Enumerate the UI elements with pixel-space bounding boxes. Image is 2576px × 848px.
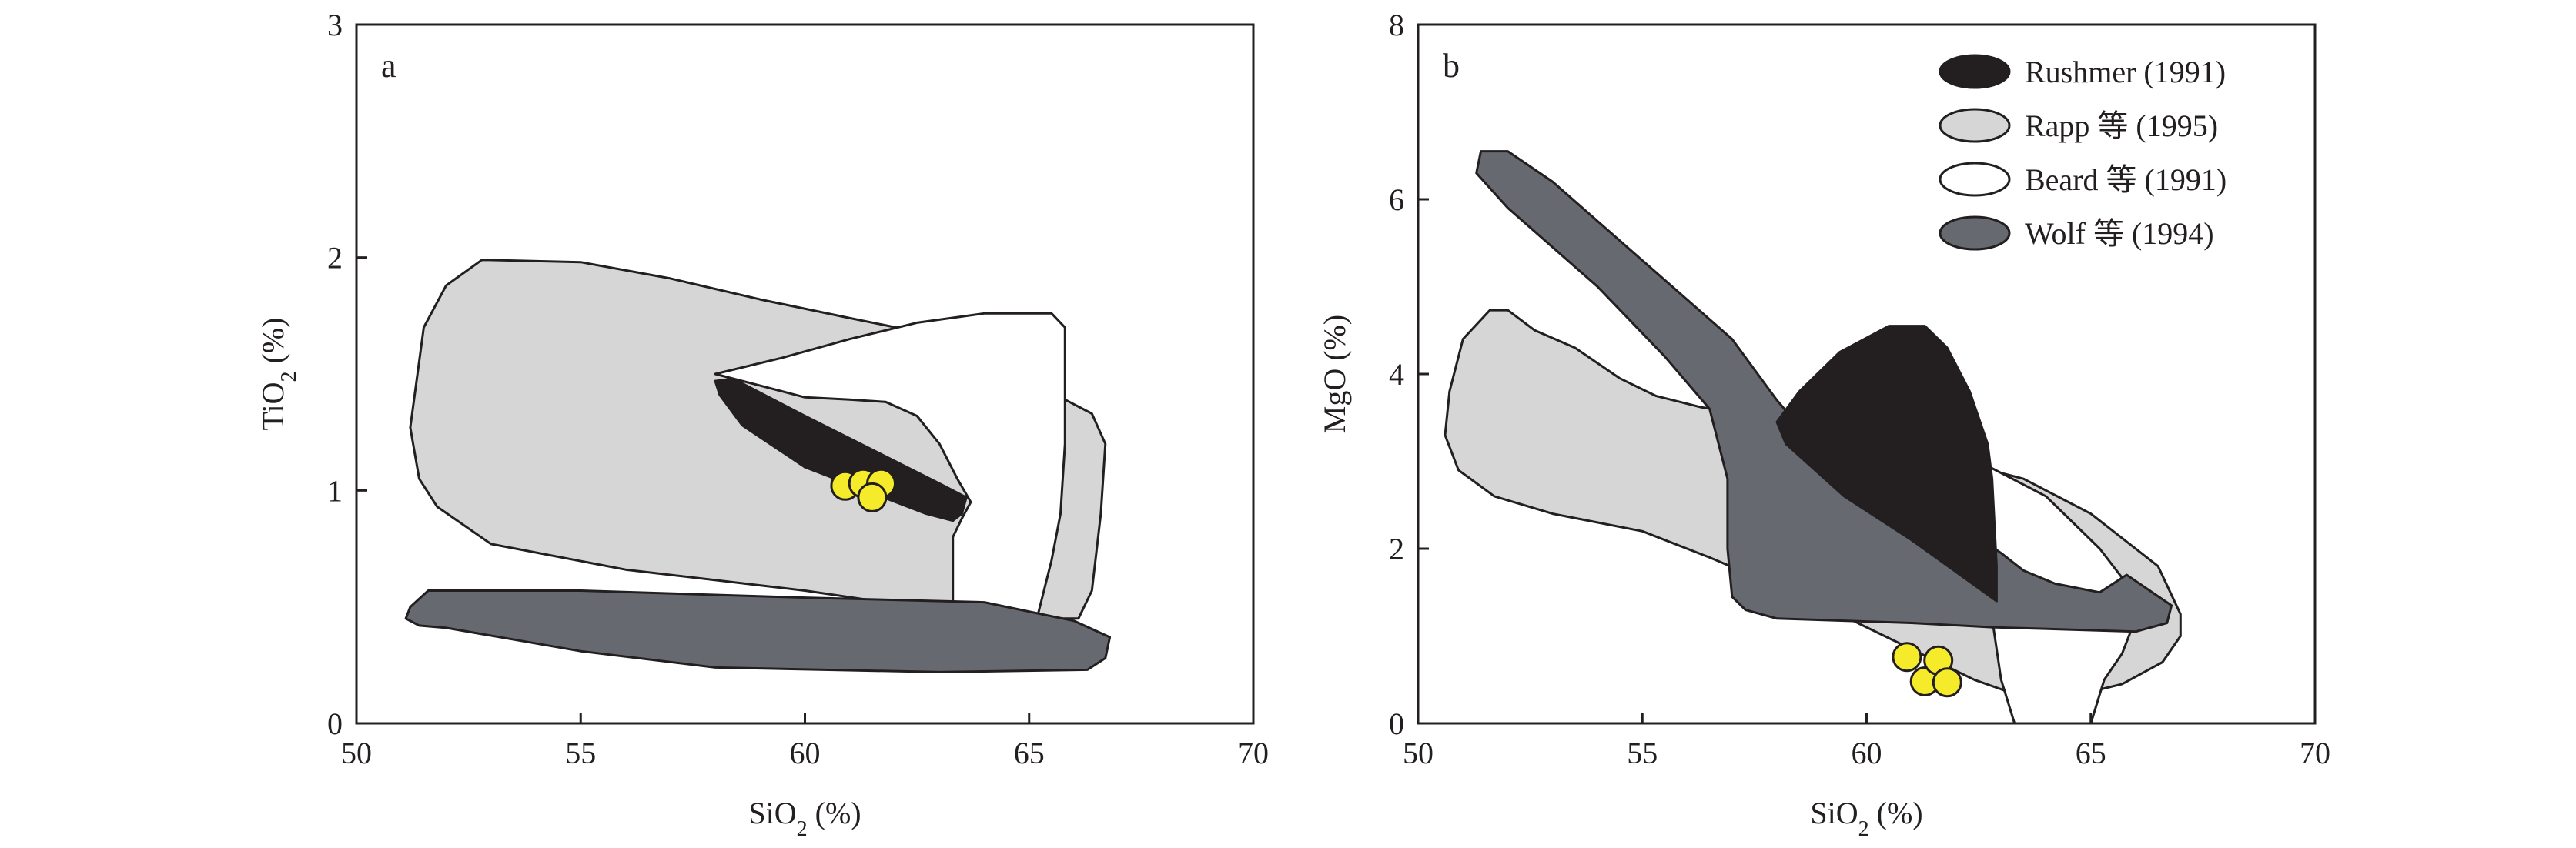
panel-a-y-tick-label-1: 1 xyxy=(327,473,343,508)
legend-item-rapp: Rapp 等 (1995) xyxy=(1939,108,2218,143)
legend-label-rushmer: Rushmer (1991) xyxy=(2025,55,2226,89)
panel-b-x-label-prefix: SiO xyxy=(1810,796,1858,830)
panel-b-sample-point-1 xyxy=(1892,642,1922,673)
panel-b-y-label-prefix: MgO (%) xyxy=(1317,315,1352,433)
panel-b-y-tick-label-8: 8 xyxy=(1389,8,1404,42)
panel-b-x-tick-label-65: 65 xyxy=(2076,736,2106,770)
legend-item-beard: Beard 等 (1991) xyxy=(1939,162,2226,197)
panel-b-x-tick-label-60: 60 xyxy=(1852,736,1882,770)
panel-a-y-axis-label: TiO2 (%) xyxy=(256,318,301,431)
panel-a-x-tick-label-60: 60 xyxy=(790,736,821,770)
legend-swatch-beard xyxy=(1939,162,2011,197)
panel-a-x-tick-label-50: 50 xyxy=(341,736,372,770)
panel-b-y-tick-label-4: 4 xyxy=(1389,357,1404,392)
panel-a-y-label-suffix: (%) xyxy=(256,318,290,372)
panel-a-y-tick-label-3: 3 xyxy=(327,8,343,42)
panel-a-y-label-sub: 2 xyxy=(277,371,301,382)
panel-b-x-label-suffix: (%) xyxy=(1869,796,1923,830)
panel-a-ticks: 50 55 60 65 70 0 1 2 3 xyxy=(327,8,1269,770)
panel-b-y-tick-label-2: 2 xyxy=(1389,532,1404,566)
legend-swatch-wolf xyxy=(1939,215,2011,251)
panel-b-y-axis-label: MgO (%) xyxy=(1317,315,1352,433)
panel-a-y-label-prefix: TiO xyxy=(256,382,290,430)
panel-a-sample-point-4 xyxy=(857,482,888,512)
panel-b-regions xyxy=(1444,150,2182,725)
panel-a-region-wolf xyxy=(404,589,1112,673)
panel-b-region-wolf xyxy=(1475,150,2173,633)
panel-a-regions xyxy=(404,259,1112,673)
panel-a-x-label-suffix: (%) xyxy=(808,796,861,830)
panel-a-x-label-sub: 2 xyxy=(797,817,808,841)
legend-item-rushmer: Rushmer (1991) xyxy=(1939,54,2226,89)
legend: Rushmer (1991) Rapp 等 (1995) Beard 等 (19… xyxy=(1939,54,2226,251)
panel-a-x-tick-label-65: 65 xyxy=(1014,736,1045,770)
panel-a-region-rushmer xyxy=(714,377,968,522)
panel-a-x-tick-label-55: 55 xyxy=(565,736,596,770)
panel-b-region-rushmer xyxy=(1775,325,1998,603)
panel-b-y-tick-label-6: 6 xyxy=(1389,182,1404,217)
legend-label-rapp: Rapp 等 (1995) xyxy=(2025,109,2218,143)
panel-a-x-tick-label-70: 70 xyxy=(1238,736,1269,770)
panel-a-y-tick-label-2: 2 xyxy=(327,241,343,275)
panel-b-x-label-sub: 2 xyxy=(1858,817,1869,841)
panel-b-x-tick-label-55: 55 xyxy=(1627,736,1658,770)
panel-b-x-tick-label-50: 50 xyxy=(1403,736,1434,770)
legend-label-wolf: Wolf 等 (1994) xyxy=(2025,216,2214,251)
legend-label-beard: Beard 等 (1991) xyxy=(2025,162,2226,197)
panel-b-samples xyxy=(1892,642,1962,698)
panel-b-y-tick-label-0: 0 xyxy=(1389,706,1404,741)
panel-b-x-axis-label: SiO2 (%) xyxy=(1810,796,1922,841)
legend-swatch-rushmer xyxy=(1939,54,2011,89)
panel-a-y-tick-label-0: 0 xyxy=(327,706,343,741)
legend-item-wolf: Wolf 等 (1994) xyxy=(1939,215,2214,251)
panel-b-sample-point-4 xyxy=(1932,667,1962,698)
panel-b-x-tick-label-70: 70 xyxy=(2300,736,2330,770)
panel-a-letter: a xyxy=(381,47,396,85)
panel-b-letter: b xyxy=(1443,47,1460,85)
panel-a-x-label-prefix: SiO xyxy=(748,796,796,830)
panel-b-ticks: 50 55 60 65 70 0 2 4 6 8 xyxy=(1389,8,2330,770)
legend-swatch-rapp xyxy=(1939,108,2011,143)
panel-a-samples xyxy=(830,468,896,512)
panel-a-x-axis-label: SiO2 (%) xyxy=(748,796,861,841)
